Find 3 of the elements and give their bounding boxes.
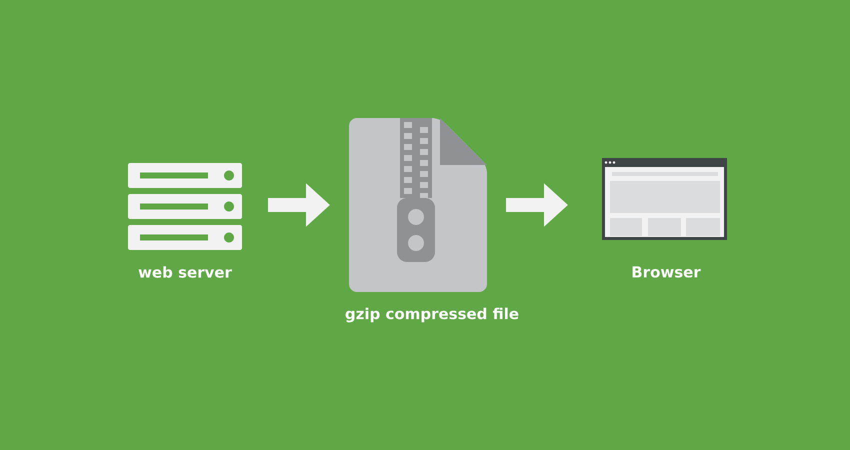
node-label: Browser bbox=[632, 266, 701, 278]
node-label: gzip compressed file bbox=[346, 308, 518, 322]
node-label: web server bbox=[138, 266, 232, 278]
